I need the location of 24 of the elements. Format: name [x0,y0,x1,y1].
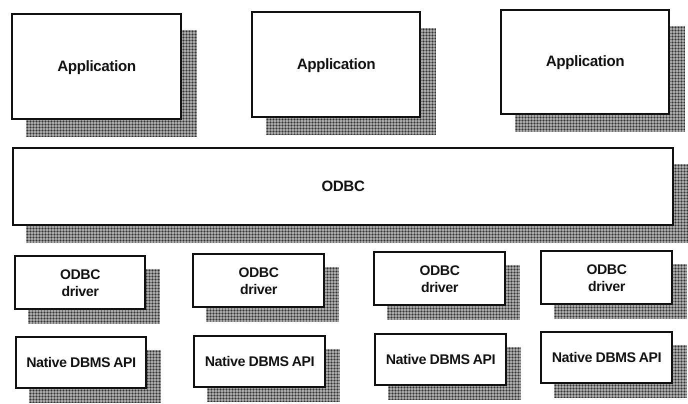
driver-box [540,250,673,305]
api-box [15,336,147,389]
box-label: Application [296,56,376,74]
box-label: Native DBMS API [386,351,496,368]
box-label: ODBC driver [585,261,628,294]
box-label: Native DBMS API [26,354,136,371]
api-box [193,335,326,388]
box-label: Native DBMS API [204,353,314,370]
box-label: ODBC driver [237,264,280,297]
application-box [11,13,182,120]
box-label: ODBC [322,178,364,196]
layer-box [12,147,674,226]
box-label: ODBC driver [418,262,461,295]
driver-box [14,255,146,310]
application-box [251,11,421,118]
box-label: Application [546,53,624,71]
api-box [374,333,507,386]
box-label: Application [57,58,136,76]
box-label: Native DBMS API [552,349,662,366]
driver-box [373,251,506,306]
api-box [540,331,673,384]
application-box [500,9,670,115]
box-label: ODBC driver [58,266,102,299]
driver-box [192,253,325,308]
